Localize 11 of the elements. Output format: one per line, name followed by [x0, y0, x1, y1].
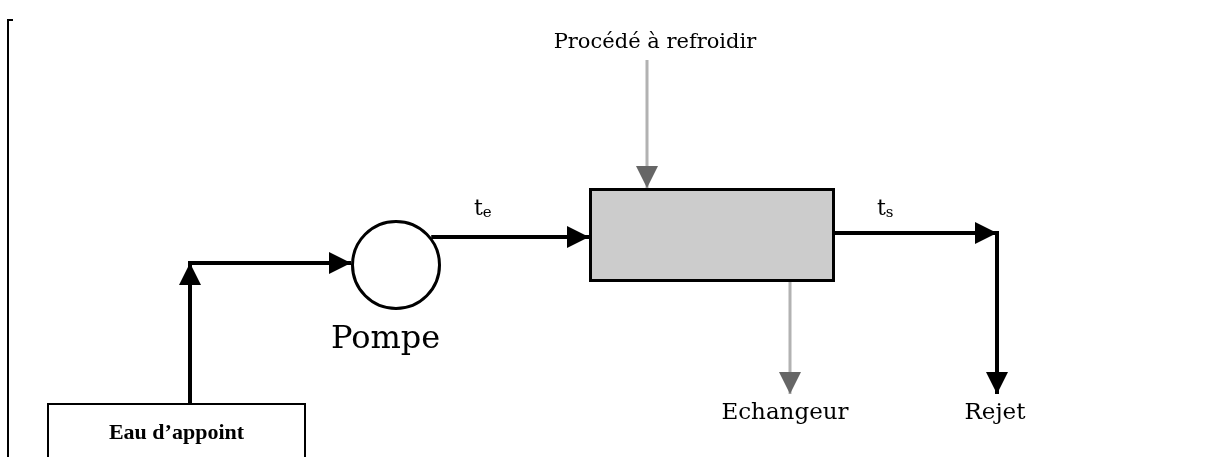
flow-arrow — [431, 226, 589, 248]
stream-label: Echangeur — [721, 397, 849, 425]
exchanger-box — [589, 188, 835, 282]
flow-arrow — [179, 252, 351, 403]
flow-arrow — [779, 282, 801, 394]
stream-label: Rejet — [964, 397, 1026, 425]
flow-arrow — [636, 60, 658, 188]
pump-label: Pompe — [331, 320, 441, 356]
source-label: Eau d’appoint — [108, 419, 245, 446]
flow-arrow — [835, 222, 1008, 394]
stream-label: Procédé à refroidir — [553, 28, 757, 54]
